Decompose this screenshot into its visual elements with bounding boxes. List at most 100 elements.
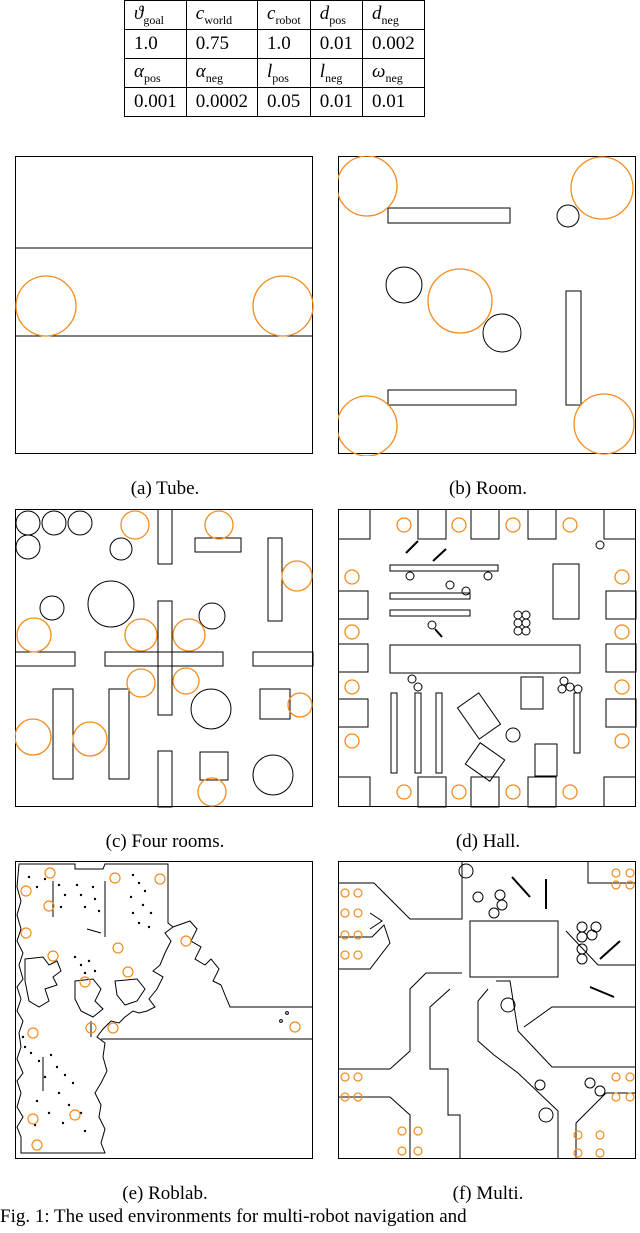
wall <box>369 912 383 930</box>
goal-circle <box>20 927 32 939</box>
wall <box>157 600 173 716</box>
value-cell: 1.0 <box>124 29 187 59</box>
goal-circle <box>614 679 630 695</box>
caption-roblab: (e) Roblab. <box>122 1183 208 1204</box>
goal-circle <box>562 784 578 800</box>
obstacle-line <box>432 548 447 562</box>
obstacle-rect <box>389 592 471 600</box>
caption-multi: (f) Multi. <box>452 1183 524 1204</box>
goal-circle <box>562 517 578 533</box>
goal-circle <box>505 517 521 533</box>
goal-circle <box>505 784 521 800</box>
value-cell: 0.01 <box>309 87 364 117</box>
wall <box>338 1096 411 1159</box>
obstacle-circle <box>198 602 226 630</box>
wall <box>338 509 637 808</box>
obstacle-circle <box>385 266 423 304</box>
goal-circle <box>15 718 52 756</box>
map-border <box>15 156 313 454</box>
wall <box>603 776 636 807</box>
goal-circle <box>344 733 360 749</box>
obstacle-circle <box>482 313 522 353</box>
goal-circle <box>281 560 313 592</box>
goal-circle <box>180 935 192 947</box>
goal-circle <box>451 784 467 800</box>
obstacle-line <box>511 876 531 898</box>
goal-circle <box>427 268 493 334</box>
header-cell: dneg <box>362 0 425 30</box>
goal-circle <box>109 872 121 884</box>
goal-circle <box>126 668 156 698</box>
goal-circle <box>344 624 360 640</box>
obstacle-line <box>434 628 443 638</box>
wall <box>338 861 463 920</box>
header-cell: ϑgoal <box>124 0 187 30</box>
wall <box>338 972 462 1070</box>
wall <box>338 776 371 807</box>
goal-circle <box>573 393 635 455</box>
obstacle-circle <box>190 688 232 730</box>
floor-plan-outline <box>172 920 313 1008</box>
obstacle-circle <box>109 537 133 561</box>
wall <box>575 1092 636 1159</box>
wall <box>429 988 461 1159</box>
tube-environment-map <box>15 156 314 454</box>
wall <box>603 509 636 540</box>
goal-circle <box>338 156 398 217</box>
goal-circle <box>197 777 227 807</box>
goal-circle <box>451 517 467 533</box>
goal-circle <box>16 617 52 653</box>
goal-circle <box>122 966 134 978</box>
header-cell: αpos <box>124 58 187 88</box>
goal-circle <box>27 1027 39 1039</box>
wall <box>86 928 102 934</box>
obstacle-circle <box>252 754 294 796</box>
obstacle-rect <box>414 692 422 774</box>
multi-environment-map <box>338 861 636 1159</box>
obstacle-circle <box>556 204 580 228</box>
obstacle-rect <box>534 743 558 777</box>
map-border <box>338 509 636 807</box>
floor-plan-outline <box>74 978 104 1018</box>
goal-circle <box>287 692 313 718</box>
map-border <box>338 156 636 454</box>
goal-circle <box>69 1109 81 1121</box>
obstacle-circle-cluster <box>458 863 606 1123</box>
obstacle-rect <box>469 920 559 978</box>
obstacle-rect <box>387 207 511 224</box>
goal-circle <box>120 510 150 540</box>
header-cell: lneg <box>309 58 364 88</box>
value-cell: 1.0 <box>257 29 311 59</box>
obstacle-rect <box>464 742 506 782</box>
obstacle-line <box>405 540 419 554</box>
four-rooms-environment-map <box>15 509 314 808</box>
obstacle-rect <box>108 688 130 780</box>
value-cell: 0.01 <box>309 29 364 59</box>
goal-circle <box>344 679 360 695</box>
wall <box>565 930 636 966</box>
obstacle-circle <box>87 580 135 628</box>
obstacle-rect <box>552 563 580 620</box>
floor-plan-outline <box>24 956 62 1008</box>
goal-circle <box>85 1022 97 1034</box>
goal-circle <box>204 510 234 540</box>
caption-room: (b) Room. <box>448 478 528 499</box>
goal-circle <box>614 569 630 585</box>
goal-circle <box>20 885 32 897</box>
obstacle-rect <box>387 389 517 406</box>
goal-circle <box>172 618 206 652</box>
goal-circle <box>338 395 398 456</box>
goal-circle <box>47 950 59 962</box>
wall <box>338 924 391 970</box>
table-value-row-2: 0.001 0.0002 0.05 0.01 0.01 <box>124 87 425 117</box>
goal-circle <box>44 867 56 879</box>
goal-circle <box>43 900 55 912</box>
obstacle-circle <box>15 510 41 536</box>
goal-circle <box>344 569 360 585</box>
table-header-row-1: ϑgoal cworld crobot dpos dneg <box>124 0 425 30</box>
value-cell: 0.001 <box>124 87 187 117</box>
obstacle-dots <box>21 873 153 1133</box>
obstacle-line <box>589 986 615 998</box>
header-cell: αneg <box>185 58 259 88</box>
obstacle-rect <box>389 644 581 674</box>
